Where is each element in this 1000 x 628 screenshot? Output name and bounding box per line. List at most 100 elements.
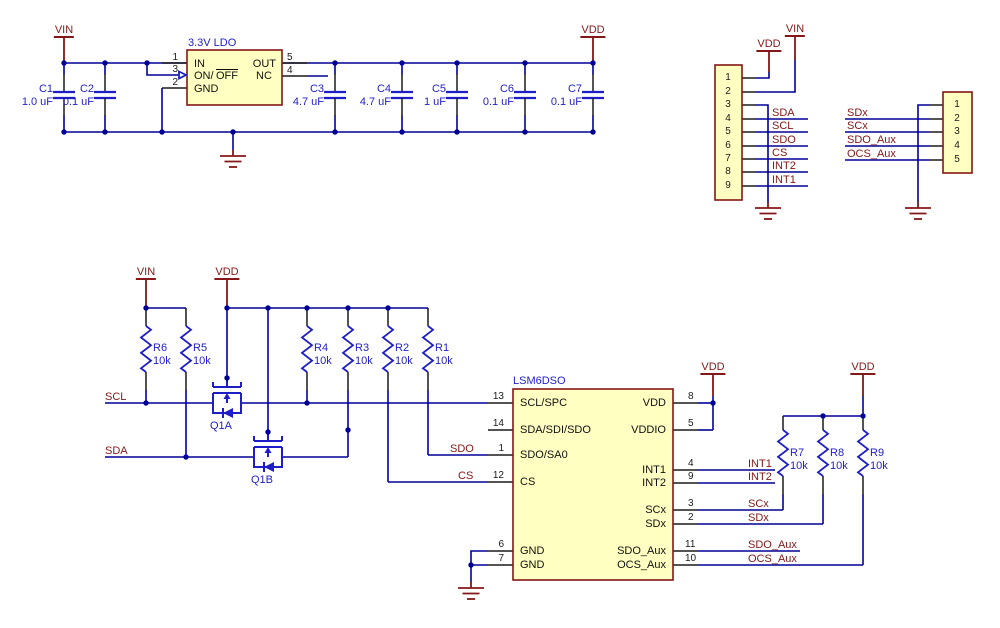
res-ref: R9 bbox=[870, 447, 885, 459]
net-label-sdx: SDx bbox=[847, 107, 868, 119]
resistor-symbol-R8 bbox=[817, 429, 829, 477]
ic-pin-name: SDO_Aux bbox=[617, 545, 666, 557]
res-value: 10k bbox=[355, 355, 373, 367]
net-label-sdo-aux: SDO_Aux bbox=[847, 134, 896, 146]
net-label-cs: CS bbox=[458, 470, 474, 482]
pin-number: 3 bbox=[172, 64, 178, 75]
pin-stubs bbox=[145, 62, 943, 566]
connector-b-body bbox=[942, 91, 973, 174]
capacitor-symbol-C2 bbox=[92, 72, 118, 118]
ic-body bbox=[512, 388, 674, 581]
resistor-symbol-R9 bbox=[857, 429, 869, 477]
pin-number: 7 bbox=[498, 553, 504, 564]
pin-number: 5 bbox=[287, 52, 293, 63]
ic-pin-name: VDD bbox=[642, 397, 666, 409]
pin-number: 7 bbox=[725, 153, 731, 164]
resistor-symbols bbox=[140, 325, 869, 477]
ic-pin-name: SCL/SPC bbox=[520, 397, 568, 409]
res-ref: R3 bbox=[355, 342, 370, 354]
capacitor-symbol-C1 bbox=[51, 72, 77, 118]
ic-pin-name: GND bbox=[520, 545, 545, 557]
net-label-int2: INT2 bbox=[748, 471, 772, 483]
ldo-pin-name-onoff: ON/ bbox=[194, 70, 214, 82]
ldo-pin-name-onoff-overbar: OFF bbox=[216, 70, 238, 82]
net-label-int1: INT1 bbox=[772, 174, 796, 186]
res-value: 10k bbox=[193, 355, 211, 367]
ic-pin-name: VDDIO bbox=[631, 424, 666, 436]
mosfet-symbol-Q1A bbox=[212, 377, 242, 419]
pin-number: 3 bbox=[725, 99, 731, 110]
pin-number: 5 bbox=[954, 154, 960, 165]
cap-value: 0.1 uF bbox=[550, 96, 582, 108]
ic-pin-name: GND bbox=[520, 559, 545, 571]
capacitor-symbols bbox=[51, 72, 606, 118]
ground-symbol bbox=[904, 201, 932, 220]
pin-number: 2 bbox=[954, 113, 960, 124]
ic-title: LSM6DSO bbox=[513, 375, 566, 387]
pin-number: 4 bbox=[725, 113, 731, 124]
res-value: 10k bbox=[435, 355, 453, 367]
pin-number: 8 bbox=[725, 166, 731, 177]
mosfet-symbol-Q1B bbox=[253, 431, 283, 473]
pin-number: 13 bbox=[492, 391, 504, 402]
ldo-body bbox=[186, 49, 283, 106]
net-label-sdx: SDx bbox=[748, 512, 769, 524]
net-label-cs: CS bbox=[772, 147, 788, 159]
resistor-symbol-R6 bbox=[140, 325, 152, 373]
cap-ref: C5 bbox=[431, 83, 446, 95]
power-flag-vin: VIN bbox=[135, 266, 157, 280]
fet-ref: Q1B bbox=[251, 474, 274, 486]
pin-number: 6 bbox=[498, 539, 504, 550]
ldo-pin-name-out: OUT bbox=[252, 58, 276, 70]
pin-number: 9 bbox=[725, 180, 731, 191]
pin-number: 9 bbox=[688, 471, 694, 482]
res-value: 10k bbox=[395, 355, 413, 367]
pin-number: 8 bbox=[688, 391, 694, 402]
res-ref: R1 bbox=[435, 342, 450, 354]
power-flag-vdd: VDD bbox=[580, 24, 606, 38]
cap-ref: C3 bbox=[309, 83, 324, 95]
pin-number: 1 bbox=[498, 443, 504, 454]
power-flag-vdd: VDD bbox=[850, 361, 876, 375]
capacitor-symbol-C7 bbox=[580, 72, 606, 118]
ic-pin-name: INT2 bbox=[642, 477, 666, 489]
net-label-scx: SCx bbox=[748, 498, 769, 510]
connector-a-body bbox=[714, 64, 743, 201]
res-value: 10k bbox=[870, 460, 888, 472]
pin-number: 14 bbox=[492, 418, 504, 429]
cap-value: 4.7 uF bbox=[359, 96, 391, 108]
fet-ref: Q1A bbox=[210, 420, 233, 432]
resistor-symbol-R4 bbox=[301, 325, 313, 373]
pin-number: 2 bbox=[725, 86, 731, 97]
ldo-pin-name-gnd: GND bbox=[194, 83, 219, 95]
ldo-pin-name-in: IN bbox=[194, 58, 205, 70]
resistor-symbol-R2 bbox=[382, 325, 394, 373]
cap-ref: C1 bbox=[38, 83, 53, 95]
res-ref: R4 bbox=[314, 342, 329, 354]
net-label-sdo: SDO bbox=[450, 443, 474, 455]
ldo-onoff-input-arrow-icon bbox=[178, 70, 189, 80]
cap-value: 1.0 uF bbox=[21, 96, 53, 108]
capacitor-symbol-C4 bbox=[389, 72, 415, 118]
junction-dots bbox=[61, 60, 866, 568]
res-ref: R8 bbox=[830, 447, 845, 459]
pin-number: 4 bbox=[287, 65, 293, 76]
pin-number: 11 bbox=[685, 539, 696, 550]
pin-number: 5 bbox=[688, 418, 694, 429]
resistor-symbol-R1 bbox=[422, 325, 434, 373]
pin-number: 4 bbox=[688, 458, 694, 469]
res-value: 10k bbox=[153, 355, 171, 367]
ic-pin-name: INT1 bbox=[642, 464, 666, 476]
net-label-int1: INT1 bbox=[748, 458, 772, 470]
net-label-sdo-aux: SDO_Aux bbox=[748, 539, 797, 551]
power-flag-vdd: VDD bbox=[214, 266, 240, 280]
cap-value: 0.1 uF bbox=[482, 96, 514, 108]
pin-number: 5 bbox=[725, 126, 731, 137]
res-value: 10k bbox=[830, 460, 848, 472]
cap-value: 4.7 uF bbox=[292, 96, 324, 108]
ic-pin-name: SCx bbox=[645, 504, 666, 516]
ic-pin-name: SDx bbox=[645, 518, 666, 530]
power-flag-vdd: VDD bbox=[756, 38, 782, 52]
